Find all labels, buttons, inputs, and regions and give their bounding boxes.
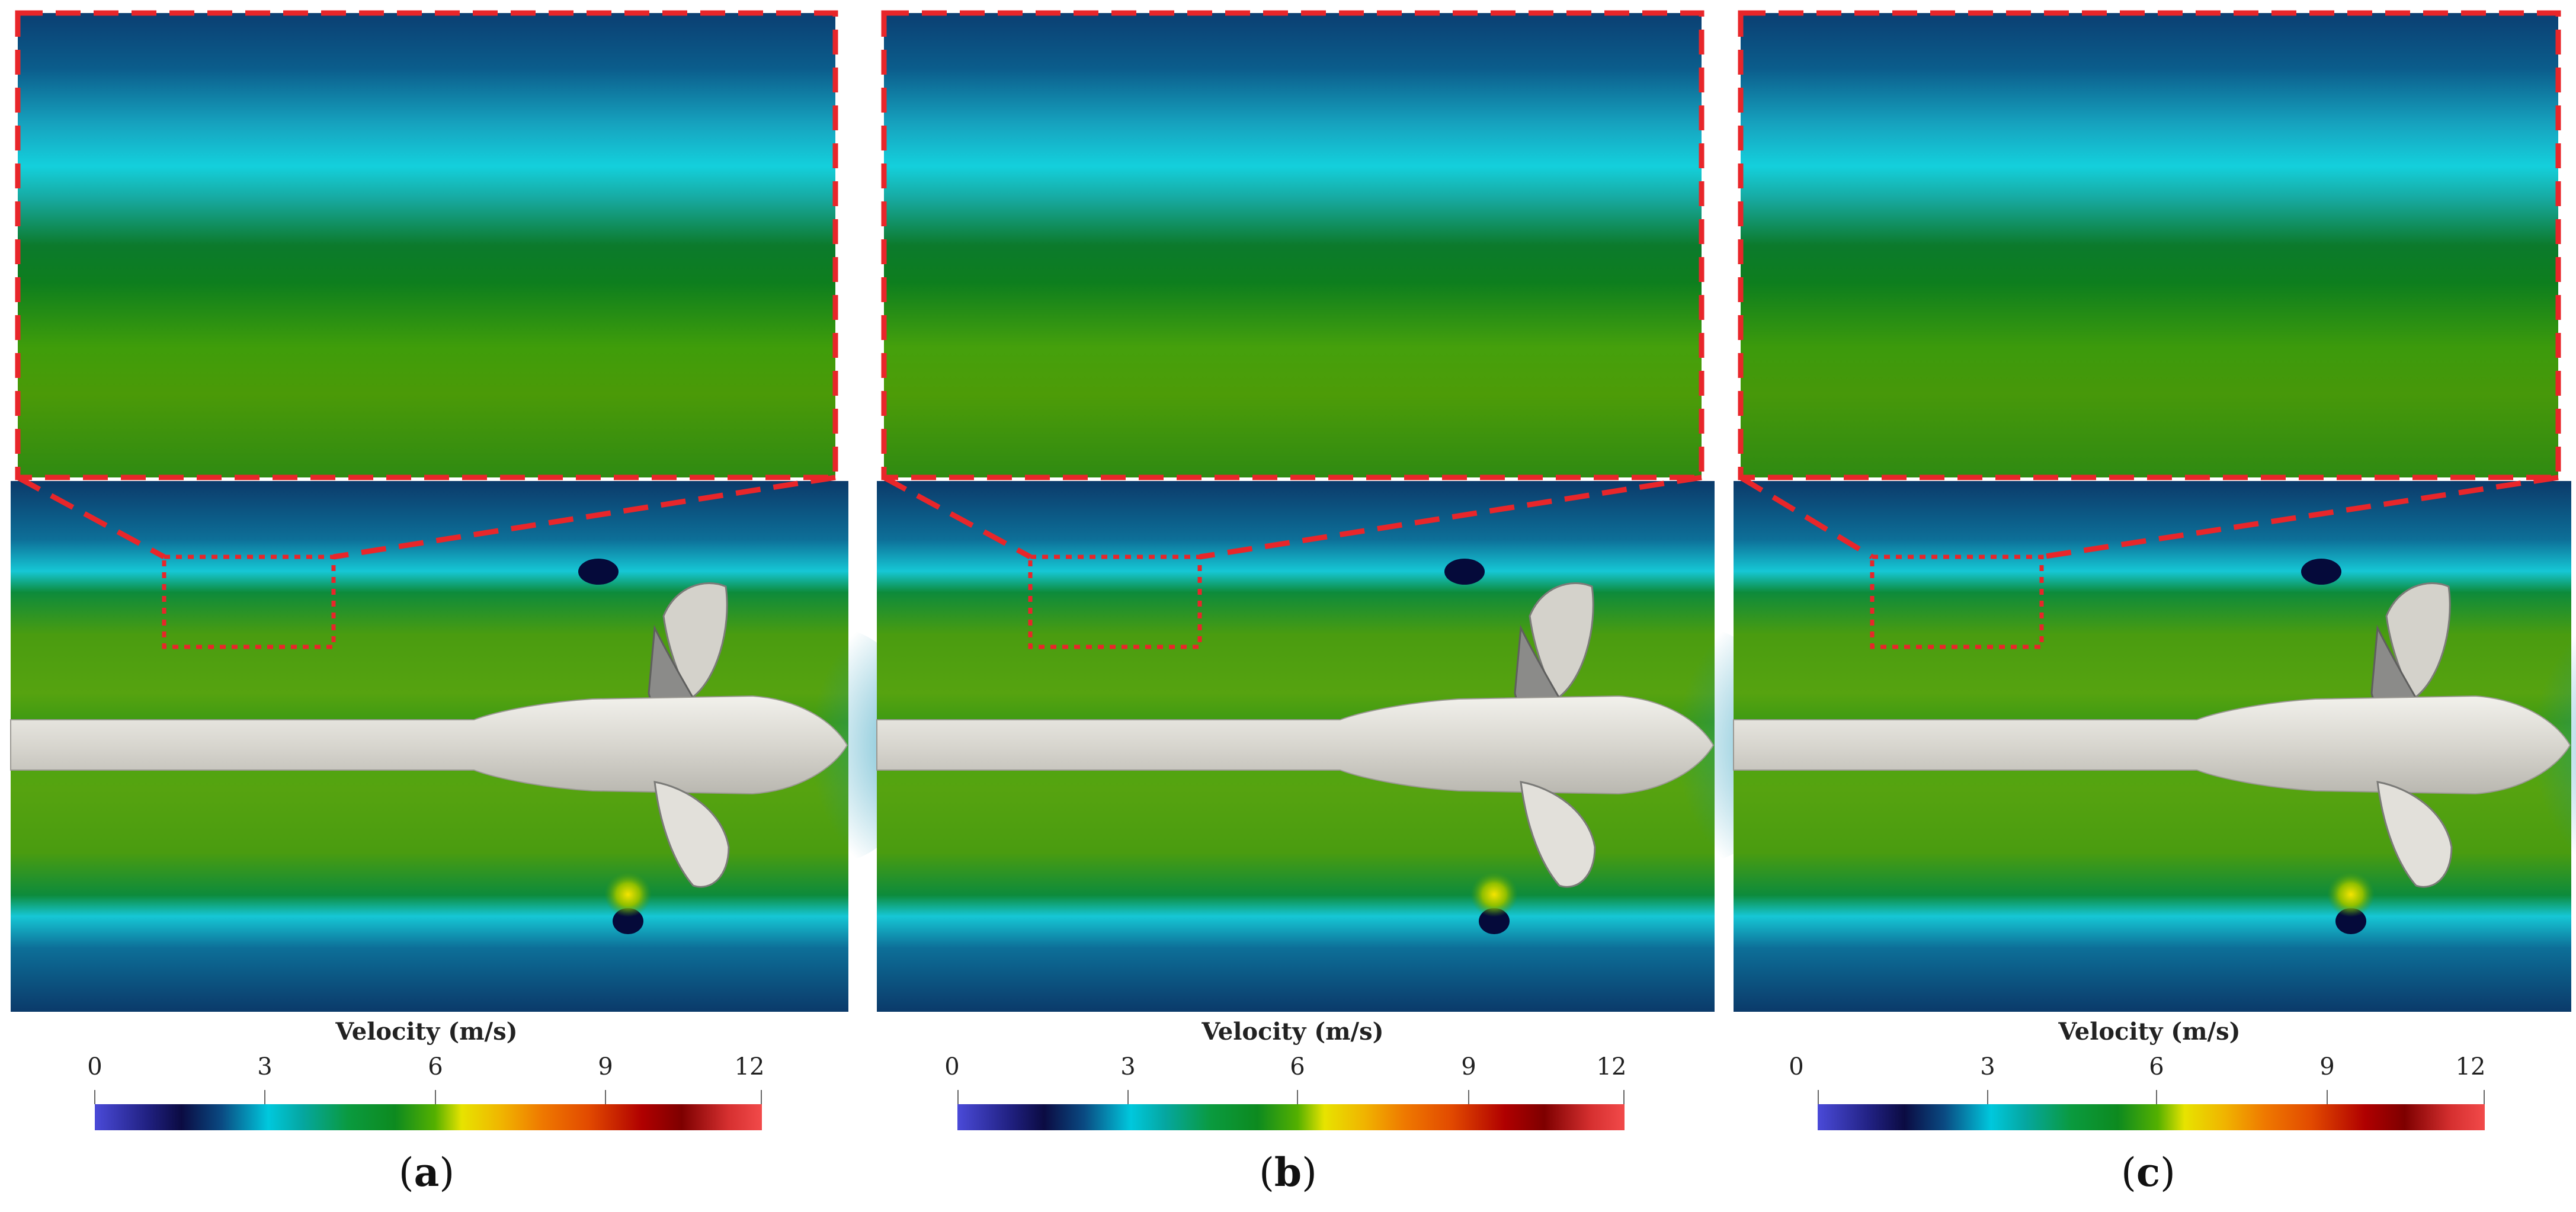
colorbar-tickmark bbox=[2327, 1090, 2328, 1104]
colorbar-tick-3: 3 bbox=[257, 1053, 273, 1080]
colorbar-title: Velocity (m/s) bbox=[335, 1018, 518, 1046]
zoom-source-box bbox=[1870, 554, 2044, 649]
colorbar-tickmark bbox=[2156, 1090, 2157, 1104]
colorbar-tickmark bbox=[1987, 1090, 1988, 1104]
colorbar-tick-3: 3 bbox=[1120, 1053, 1136, 1080]
tip-vortex-upper bbox=[1444, 559, 1485, 585]
colorbar-tick-9: 9 bbox=[2319, 1053, 2335, 1080]
caption-close-paren: ) bbox=[439, 1150, 455, 1195]
colorbar-tick-9: 9 bbox=[1461, 1053, 1476, 1080]
colorbar-tickmark bbox=[1623, 1090, 1625, 1104]
zoom-inset-frame bbox=[15, 10, 838, 480]
hull bbox=[876, 695, 1715, 795]
tip-glow bbox=[2327, 872, 2375, 917]
colorbar bbox=[95, 1104, 762, 1130]
hull bbox=[10, 695, 848, 795]
colorbar-tick-6: 6 bbox=[1290, 1053, 1305, 1080]
velocity-field-figure-b bbox=[876, 10, 1790, 1012]
zoom-inset-frame bbox=[1738, 10, 2561, 480]
caption-letter: c bbox=[2136, 1149, 2161, 1195]
propeller-blade-lower bbox=[653, 781, 730, 888]
zoom-connector-right bbox=[2041, 474, 2559, 560]
tip-glow bbox=[1470, 872, 1518, 917]
colorbar-tick-3: 3 bbox=[1980, 1053, 1995, 1080]
colorbar-title: Velocity (m/s) bbox=[2058, 1018, 2241, 1046]
colorbar bbox=[1818, 1104, 2485, 1130]
zoom-inset-frame bbox=[881, 10, 1704, 480]
velocity-field-figure-c bbox=[1733, 10, 2576, 1012]
colorbar-tick-12: 12 bbox=[2455, 1053, 2486, 1080]
colorbar-tickmark bbox=[957, 1090, 959, 1104]
colorbar-title: Velocity (m/s) bbox=[1202, 1018, 1384, 1046]
colorbar-tick-6: 6 bbox=[2149, 1053, 2164, 1080]
colorbar-tick-0: 0 bbox=[87, 1053, 102, 1080]
tip-vortex-upper bbox=[578, 559, 619, 585]
caption-open-paren: ( bbox=[2121, 1150, 2136, 1195]
colorbar-tick-0: 0 bbox=[1789, 1053, 1804, 1080]
colorbar-tickmark bbox=[435, 1090, 436, 1104]
zoom-inset bbox=[1741, 13, 2558, 477]
caption-letter: b bbox=[1274, 1149, 1302, 1195]
colorbar-tick-0: 0 bbox=[944, 1053, 960, 1080]
tip-vortex-upper bbox=[2301, 559, 2341, 585]
propeller-blade-lower bbox=[1520, 781, 1596, 888]
colorbar-tickmark bbox=[264, 1090, 265, 1104]
colorbar-tickmark bbox=[1818, 1090, 1819, 1104]
colorbar-tickmark bbox=[2484, 1090, 2485, 1104]
tip-glow bbox=[604, 872, 652, 917]
caption-close-paren: ) bbox=[2160, 1150, 2175, 1195]
hull bbox=[1733, 695, 2571, 795]
velocity-field-figure-a bbox=[10, 10, 924, 1012]
colorbar-tickmark bbox=[1127, 1090, 1129, 1104]
zoom-source-box bbox=[1028, 554, 1202, 649]
zoom-connector-left bbox=[16, 475, 166, 559]
panel-c: Velocity (m/s) 0 3 6 9 12 (c) bbox=[1723, 0, 2576, 1212]
panel-caption: (a) bbox=[399, 1149, 454, 1195]
panel-caption: (c) bbox=[2121, 1149, 2175, 1195]
caption-close-paren: ) bbox=[1302, 1150, 1317, 1195]
colorbar-tickmark bbox=[605, 1090, 606, 1104]
colorbar-tickmark bbox=[1468, 1090, 1469, 1104]
caption-open-paren: ( bbox=[1259, 1150, 1274, 1195]
panel-caption: (b) bbox=[1259, 1149, 1317, 1195]
colorbar-tickmark bbox=[94, 1090, 95, 1104]
colorbar-tick-6: 6 bbox=[428, 1053, 443, 1080]
zoom-inset bbox=[18, 13, 835, 477]
panel-a: Velocity (m/s) 0 3 6 9 12 (a) bbox=[0, 0, 924, 1212]
zoom-connector-right bbox=[333, 474, 836, 560]
zoom-inset bbox=[884, 13, 1702, 477]
colorbar-tick-12: 12 bbox=[1596, 1053, 1627, 1080]
zoom-connector-left bbox=[1739, 475, 1874, 559]
colorbar bbox=[957, 1104, 1625, 1130]
propeller-blade-lower bbox=[2376, 781, 2453, 888]
colorbar-tick-9: 9 bbox=[598, 1053, 613, 1080]
zoom-source-box bbox=[162, 554, 336, 649]
zoom-connector-left bbox=[882, 475, 1032, 559]
zoom-connector-right bbox=[1199, 474, 1702, 560]
colorbar-tickmark bbox=[761, 1090, 762, 1104]
colorbar-tick-12: 12 bbox=[734, 1053, 765, 1080]
panel-b: Velocity (m/s) 0 3 6 9 12 (b) bbox=[866, 0, 1790, 1212]
colorbar-tickmark bbox=[1297, 1090, 1298, 1104]
caption-open-paren: ( bbox=[398, 1150, 414, 1195]
caption-letter: a bbox=[414, 1149, 440, 1195]
